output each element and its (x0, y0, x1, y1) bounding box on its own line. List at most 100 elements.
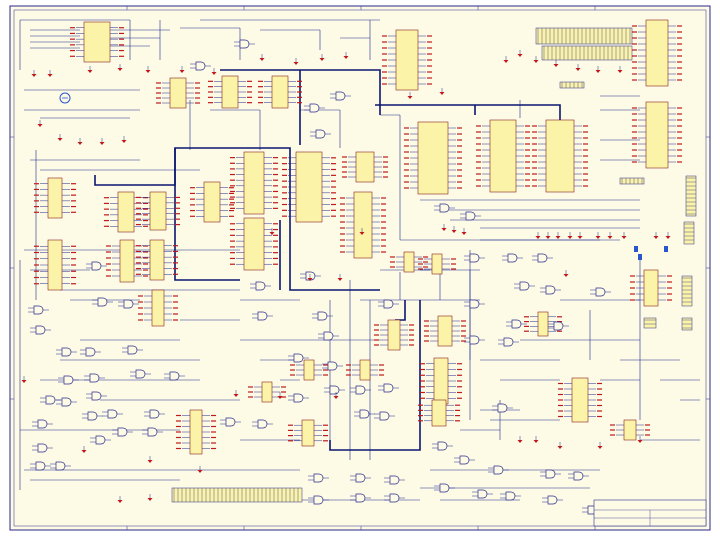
ic-chip-icon (290, 359, 328, 381)
logic-gate-icon (350, 493, 371, 503)
ground-symbol-icon (337, 274, 343, 281)
ic-chip-icon (610, 419, 650, 441)
ic-chip-icon (282, 151, 336, 223)
logic-gate-icon (30, 461, 51, 471)
logic-gate-icon (384, 475, 405, 485)
ic-chip-icon (532, 119, 588, 193)
connector-header-icon (535, 27, 633, 45)
ic-chip-icon (632, 101, 682, 169)
ground-symbol-icon (57, 134, 63, 141)
logic-gate-icon (82, 411, 103, 421)
led-array (634, 246, 668, 260)
logic-gate-icon (350, 385, 371, 395)
ic-chip-icon (418, 253, 456, 275)
ground-symbol-icon (21, 376, 27, 383)
ground-symbol-icon (319, 54, 325, 61)
bus-line (220, 69, 381, 115)
ic-chip-icon (138, 289, 178, 327)
logic-gate-icon (58, 375, 79, 385)
ic-chip-icon (34, 177, 76, 219)
ground-symbol-icon (145, 66, 151, 73)
logic-gate-icon (32, 419, 53, 429)
logic-gate-icon (28, 305, 49, 315)
logic-gate-icon (568, 471, 589, 481)
ground-symbol-icon (233, 390, 239, 397)
logic-gate-icon (86, 391, 107, 401)
logic-gate-icon (90, 435, 111, 445)
ic-chip-icon (632, 19, 682, 87)
logic-gate-icon (310, 129, 331, 139)
ic-chip-icon (630, 269, 672, 307)
logic-gate-icon (288, 353, 309, 363)
crystal-icon (59, 92, 71, 104)
ground-symbol-icon (503, 56, 509, 63)
drawing-area (9, 5, 711, 531)
logic-gate-icon (112, 427, 133, 437)
ground-symbol-icon (665, 232, 671, 239)
logic-gate-icon (234, 39, 255, 49)
ground-symbol-icon (597, 442, 603, 449)
frame-zone-ticks (10, 6, 710, 530)
ground-symbol-icon (359, 228, 365, 235)
connector-header-icon (683, 221, 695, 245)
ground-symbol-icon (607, 232, 613, 239)
logic-gate-icon (350, 473, 371, 483)
logic-gate-icon (374, 411, 395, 421)
logic-gate-icon (30, 325, 51, 335)
bus-line (375, 104, 561, 120)
logic-gate-icon (56, 347, 77, 357)
ground-symbol-icon (87, 66, 93, 73)
ground-symbol-icon (147, 456, 153, 463)
ground-symbol-icon (595, 66, 601, 73)
logic-gate-icon (434, 483, 455, 493)
ic-chip-icon (390, 251, 428, 273)
logic-gate-icon (300, 271, 321, 281)
logic-gate-icon (252, 419, 273, 429)
logic-gate-icon (472, 489, 493, 499)
ground-symbol-icon (439, 88, 445, 95)
logic-gate-icon (506, 319, 527, 329)
ground-symbol-icon (517, 50, 523, 57)
logic-gate-icon (464, 299, 485, 309)
ground-symbol-icon (269, 228, 275, 235)
ground-symbol-icon (567, 232, 573, 239)
connector-header-icon (171, 487, 303, 503)
ic-chip-icon (558, 377, 602, 423)
ic-chip-icon (420, 357, 462, 405)
logic-gate-icon (84, 373, 105, 383)
logic-gate-icon (40, 395, 61, 405)
ground-symbol-icon (259, 54, 265, 61)
logic-gate-icon (308, 495, 329, 505)
logic-gate-icon (464, 253, 485, 263)
ground-symbol-icon (121, 136, 127, 143)
logic-gate-icon (542, 495, 563, 505)
ground-symbol-icon (617, 66, 623, 73)
logic-gate-icon (590, 287, 611, 297)
logic-gate-icon (540, 469, 561, 479)
ground-symbol-icon (31, 70, 37, 77)
ground-symbol-icon (343, 52, 349, 59)
logic-gate-icon (318, 331, 339, 341)
ic-chip-icon (176, 409, 216, 455)
ground-symbol-icon (621, 232, 627, 239)
connector-header-icon (559, 81, 585, 89)
ground-symbol-icon (37, 120, 43, 127)
led-icon (638, 254, 642, 260)
ground-symbol-icon (47, 70, 53, 77)
ic-chip-icon (340, 191, 386, 259)
ic-chip-icon (476, 119, 530, 193)
connector-header-icon (685, 175, 697, 217)
ic-chip-icon (248, 381, 286, 403)
logic-gate-icon (492, 403, 513, 413)
connector-header-icon (681, 317, 693, 331)
ic-chip-icon (156, 77, 200, 109)
logic-gate-icon (32, 443, 53, 453)
logic-gate-icon (92, 297, 113, 307)
logic-gate-icon (434, 203, 455, 213)
connector-header-icon (681, 275, 693, 307)
ic-chip-icon (288, 419, 328, 447)
ground-symbol-icon (117, 64, 123, 71)
logic-gate-icon (118, 299, 139, 309)
logic-gate-icon (190, 61, 211, 71)
logic-gate-icon (312, 311, 333, 321)
